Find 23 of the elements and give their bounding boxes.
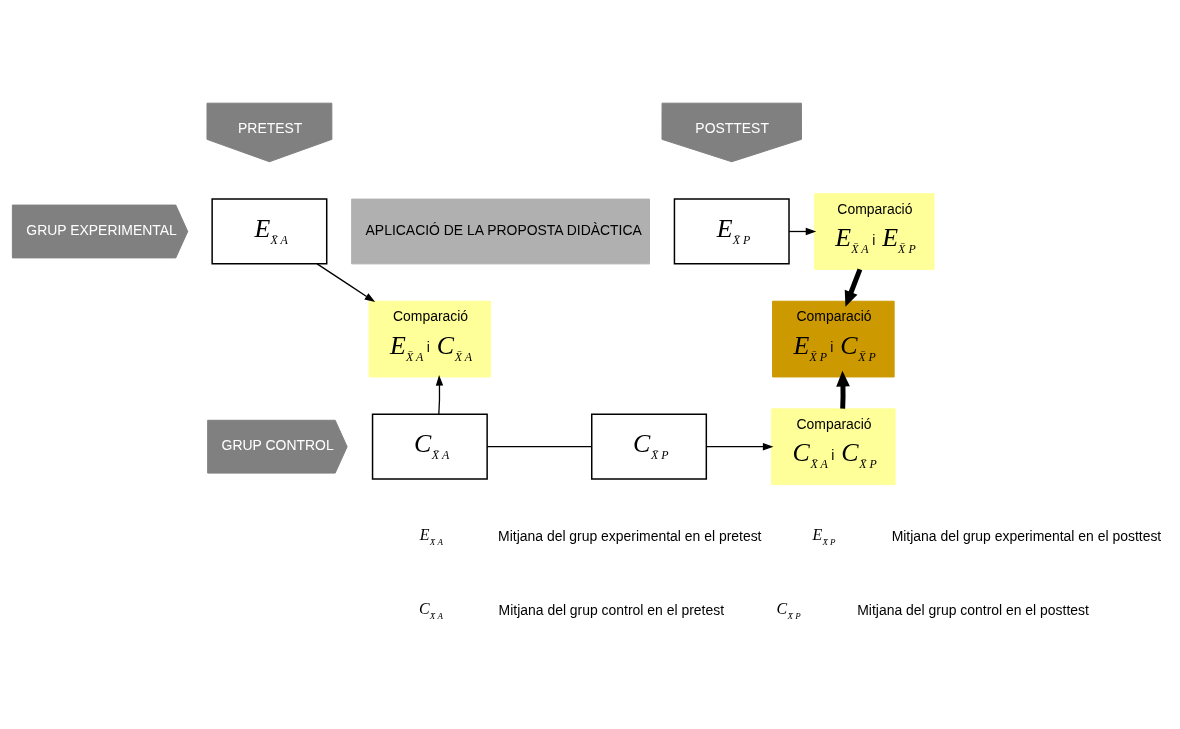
node-box: Comparació E$_{X̄ P}$ i C$_{X̄ P}$: [772, 300, 895, 378]
arrow: [316, 263, 376, 303]
node-box: E$_{X̄ A}$: [211, 198, 328, 265]
node-box: C$_{X̄ P}$: [591, 413, 708, 480]
arrow: [844, 268, 863, 307]
node-box: APLICACIÓ DE LA PROPOSTA DIDÀCTICA: [351, 198, 651, 265]
label: E$_{X̄ P}$: [812, 526, 836, 548]
label: E$_{X̄ A}$: [419, 526, 443, 548]
label: C$_{X̄ A}$: [418, 599, 443, 621]
label: C$_{X̄ P}$: [776, 599, 801, 621]
node-box: Comparació E$_{X̄ A}$ i E$_{X̄ P}$: [813, 193, 935, 270]
arrow: [435, 375, 444, 415]
label: Mitjana del grup control en el pretest: [498, 601, 725, 618]
arrow: [706, 443, 774, 451]
label: Mitjana del grup experimental en el posttest: [891, 528, 1162, 545]
node-box: C$_{X̄ A}$: [371, 413, 488, 480]
node-box: E$_{X̄ P}$: [673, 198, 790, 265]
node-box: Comparació C$_{X̄ A}$ i C$_{X̄ P}$: [771, 408, 896, 486]
connector: [486, 446, 593, 448]
node-box: Comparació E$_{X̄ A}$ i C$_{X̄ A}$: [368, 300, 492, 378]
label: Mitjana del grup experimental en el pretest: [498, 528, 762, 545]
label: Mitjana del grup control en el posttest: [857, 601, 1089, 618]
arrow: [836, 370, 850, 409]
